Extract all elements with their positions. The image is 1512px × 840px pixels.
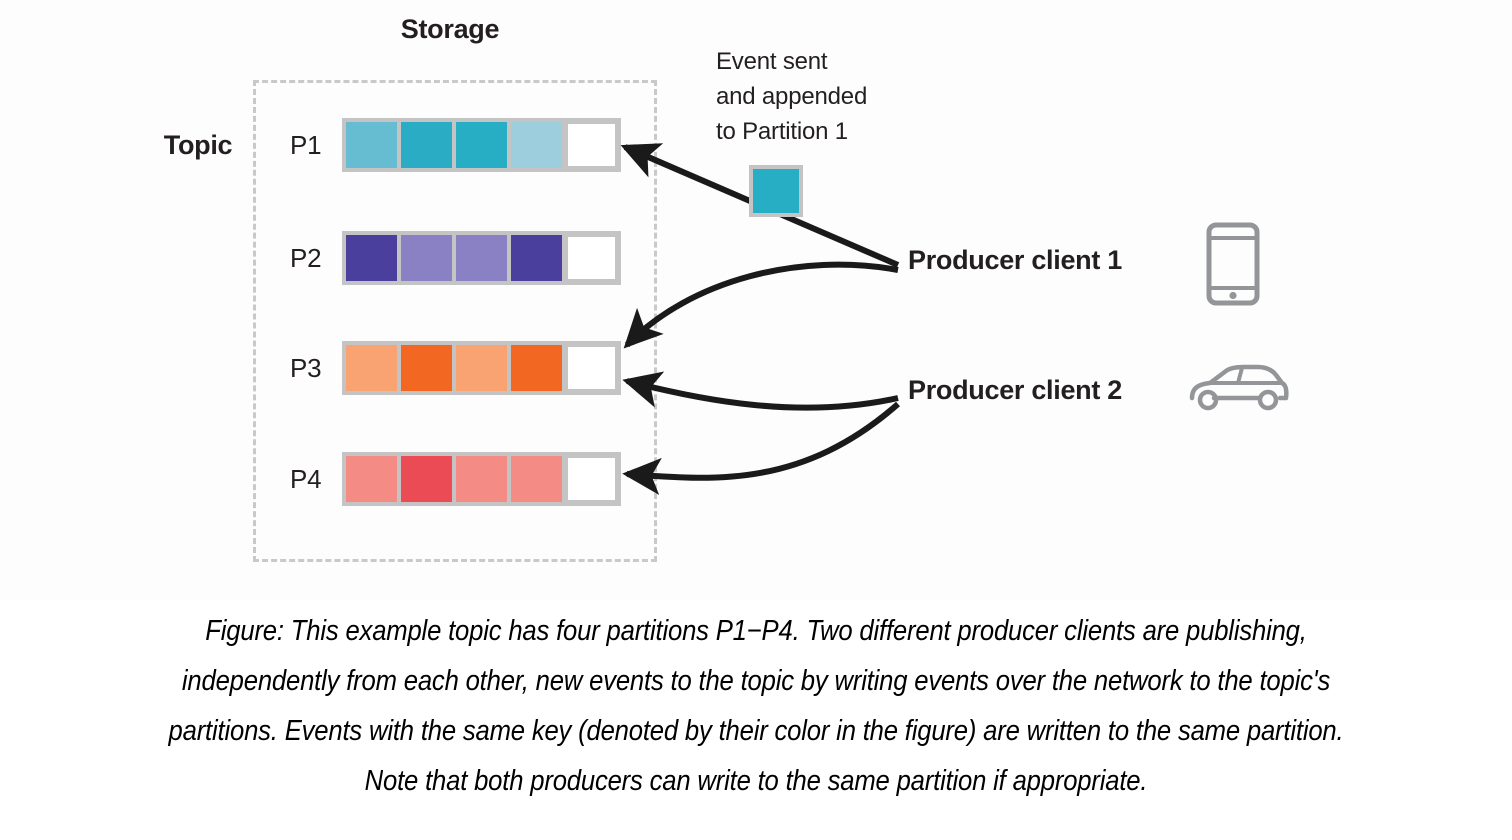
empty-cell: [566, 345, 617, 391]
empty-cell: [566, 456, 617, 502]
event-cell: [511, 345, 562, 391]
callout-line: to Partition 1: [716, 118, 848, 145]
partition-row: P3: [290, 341, 621, 395]
callout-line: Event sent: [716, 48, 828, 75]
floating-event-square: [749, 165, 803, 217]
event-cell: [456, 235, 507, 281]
car-icon: [1186, 360, 1290, 421]
event-cell: [346, 122, 397, 168]
event-cell: [401, 345, 452, 391]
partition-cells: [342, 118, 621, 172]
partition-row: P1: [290, 118, 621, 172]
event-cell: [456, 456, 507, 502]
empty-cell: [566, 122, 617, 168]
caption-line: partitions. Events with the same key (de…: [168, 715, 1344, 747]
partition-label: P2: [290, 242, 322, 273]
arrow-producer2-to-p3: [622, 371, 899, 411]
event-cell: [346, 345, 397, 391]
event-cell: [346, 456, 397, 502]
event-cell: [511, 122, 562, 168]
event-cell: [401, 235, 452, 281]
event-cell: [511, 456, 562, 502]
topic-label: Topic: [163, 130, 233, 160]
figure-caption: Figure: This example topic has four part…: [0, 606, 1512, 806]
event-cell: [401, 456, 452, 502]
partition-row: P4: [290, 452, 621, 506]
event-cell: [456, 345, 507, 391]
caption-line: independently from each other, new event…: [181, 665, 1331, 697]
partition-label: P4: [290, 463, 322, 494]
empty-cell: [566, 235, 617, 281]
event-cell: [511, 235, 562, 281]
partition-label: P1: [290, 129, 322, 160]
partition-cells: [342, 231, 621, 285]
producer-client-1-label: Producer client 1: [908, 245, 1122, 275]
producer-client-2-label: Producer client 2: [908, 375, 1122, 405]
caption-line: Figure: This example topic has four part…: [205, 615, 1307, 647]
phone-icon: [1205, 222, 1261, 311]
event-cell: [346, 235, 397, 281]
partition-label: P3: [290, 352, 322, 383]
arrow-producer2-to-p4: [622, 401, 900, 495]
caption-line: Note that both producers can write to th…: [364, 765, 1148, 797]
callout-line: and appended: [716, 83, 868, 110]
figure-diagram: Storage Topic P1 P2 P3: [163, 14, 1290, 562]
storage-title: Storage: [400, 14, 500, 44]
event-square-fill: [753, 169, 799, 213]
event-cell: [401, 122, 452, 168]
partition-cells: [342, 341, 621, 395]
event-cell: [456, 122, 507, 168]
partition-cells: [342, 452, 621, 506]
partition-row: P2: [290, 231, 621, 285]
arrow-producer1-to-p3: [623, 261, 899, 349]
event-callout-text: Event sent and appended to Partition 1: [716, 44, 867, 149]
